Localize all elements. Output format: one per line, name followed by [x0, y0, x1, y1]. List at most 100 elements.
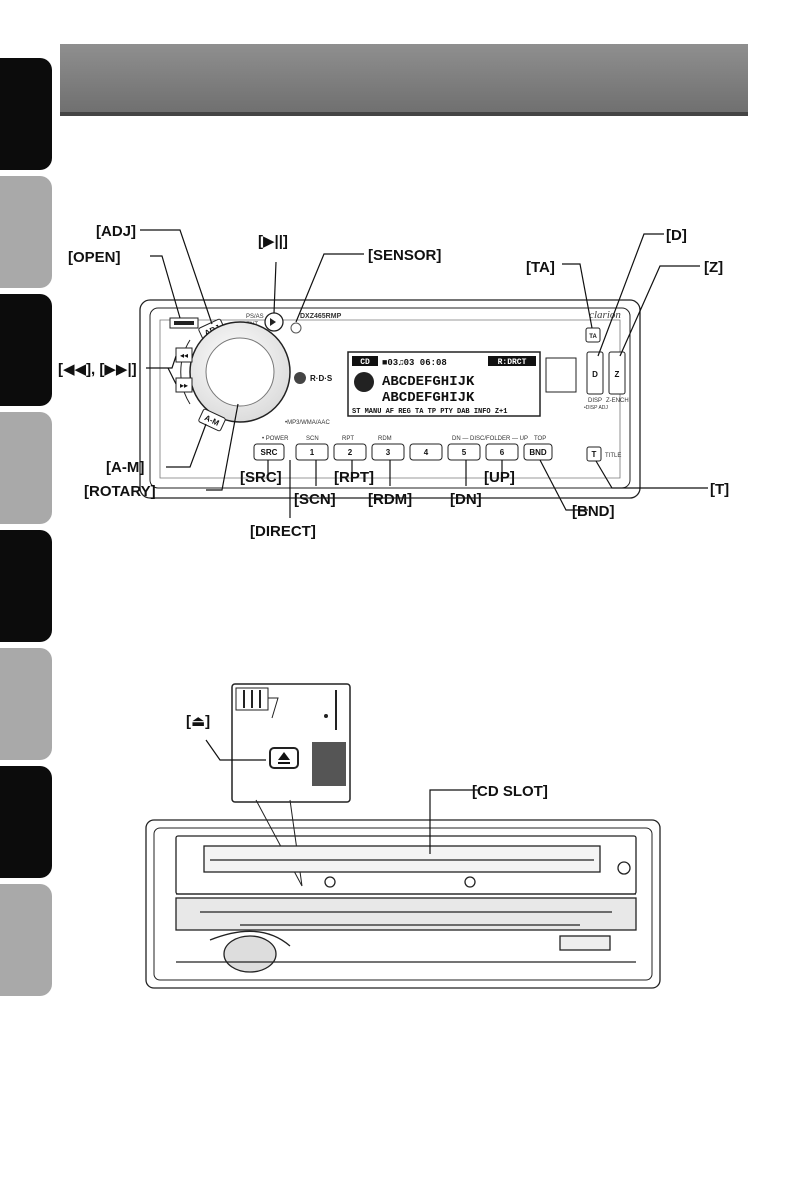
bnd-button[interactable]: [523, 443, 553, 461]
preset-4-button[interactable]: [409, 443, 443, 461]
label-direct: [DIRECT]: [250, 523, 316, 540]
chapter-tab-4[interactable]: [0, 412, 52, 524]
cd-logo-panel: [545, 357, 577, 393]
cd-slot-leader: [429, 789, 480, 854]
lcd-line-1: ABCDEFGHIJK: [382, 374, 475, 390]
lcd-source: CD: [360, 358, 370, 367]
preset-2-label: 2: [348, 448, 353, 457]
preset-4-label: 4: [424, 448, 429, 457]
skip-forward-icon: ▸▸: [180, 381, 188, 390]
power-caption: • POWER: [262, 436, 289, 442]
eject-icon: [278, 752, 290, 760]
rotary-knob-inner: [205, 337, 275, 407]
src-key-label: SRC: [261, 448, 278, 457]
skip-back-icon: ◂◂: [180, 351, 188, 360]
faceplate: [139, 299, 641, 499]
preset-5-label: 5: [462, 448, 467, 457]
skip-back-button[interactable]: [175, 347, 193, 363]
section-header-bar: [60, 44, 748, 116]
label-adj: [ADJ]: [96, 223, 136, 240]
disp-caption: DISP: [588, 398, 602, 404]
rds-logo: R·D·S: [310, 374, 333, 383]
label-play-pause: [▶||]: [258, 233, 288, 250]
zenh-caption: Z-ENCH: [606, 398, 629, 404]
brand-logo: clarion: [589, 309, 621, 321]
eject-inset: [231, 683, 351, 803]
t-button[interactable]: [586, 446, 602, 462]
lcd-mode: R:DRCT: [498, 358, 527, 367]
ta-key-label: TA: [589, 334, 597, 340]
label-skip: [◀◀], [▶▶|]: [58, 361, 137, 378]
title-caption: TITLE: [605, 453, 621, 459]
label-rdm: [RDM]: [368, 491, 412, 508]
preset-5-button[interactable]: [447, 443, 481, 461]
bnd-key-label: BND: [529, 448, 547, 457]
mp3-caption: •MP3/WMA/AAC: [285, 420, 330, 426]
label-cd-slot: [CD SLOT]: [472, 783, 548, 800]
src-button[interactable]: [253, 443, 285, 461]
inset-pointer: [255, 799, 303, 887]
ps-as-caption: PS/AS: [246, 314, 264, 320]
chapter-tab-7[interactable]: [0, 766, 52, 878]
disp-sub-caption: •DISP ADJ: [584, 405, 608, 411]
lcd-track-info: ■03♫03 06:08: [382, 358, 447, 368]
ta-button[interactable]: [585, 327, 601, 343]
d-key-label: D: [592, 370, 598, 379]
inset-grille: [312, 742, 346, 786]
knob-bezel: [180, 339, 191, 405]
skip-forward-button[interactable]: [175, 377, 193, 393]
label-rpt: [RPT]: [334, 469, 374, 486]
rpt-caption: RPT: [342, 436, 354, 442]
chapter-tab-6[interactable]: [0, 648, 52, 760]
label-t: [T]: [710, 481, 729, 498]
callout-lines: [140, 229, 708, 518]
top-caption: TOP: [534, 436, 546, 442]
eject-leader: [205, 739, 266, 761]
chapter-tab-5[interactable]: [0, 530, 52, 642]
label-d: [D]: [666, 227, 687, 244]
open-unit-body: [145, 819, 661, 989]
label-up: [UP]: [484, 469, 515, 486]
chapter-tab-8[interactable]: [0, 884, 52, 996]
preset-6-label: 6: [500, 448, 505, 457]
label-z: [Z]: [704, 259, 723, 276]
label-open: [OPEN]: [68, 249, 121, 266]
cd-slot[interactable]: [203, 845, 601, 873]
lcd-line-2: ABCDEFGHIJK: [382, 390, 475, 406]
label-dn: [DN]: [450, 491, 482, 508]
chapter-tab-2[interactable]: [0, 176, 52, 288]
lcd-disc-icon: [354, 372, 374, 392]
chapter-tab-3[interactable]: [0, 294, 52, 406]
preset-1-button[interactable]: [295, 443, 329, 461]
z-button[interactable]: [608, 351, 626, 395]
rds-icon: [294, 372, 306, 384]
bottom-button-row: SRC 1 2 3 4 5 6 BND: [253, 443, 553, 461]
label-src: [SRC]: [240, 469, 282, 486]
chapter-tab-1[interactable]: [0, 58, 52, 170]
chapter-tabs: [0, 58, 52, 1002]
rdm-caption: RDM: [378, 436, 392, 442]
dn-up-caption: DN — DISC/FOLDER — UP: [452, 436, 528, 442]
open-button-slot: [174, 321, 194, 325]
label-bnd: [BND]: [572, 503, 615, 520]
am-button[interactable]: A-M: [198, 408, 226, 432]
play-pause-icon: [270, 318, 276, 326]
label-am: [A-M]: [106, 459, 144, 476]
t-key-label: T: [592, 450, 597, 459]
remote-sensor: [290, 322, 302, 334]
label-scn: [SCN]: [294, 491, 336, 508]
label-eject: [⏏]: [186, 713, 210, 730]
preset-1-label: 1: [310, 448, 315, 457]
label-rotary: [ROTARY]: [84, 483, 156, 500]
scn-caption: SCN: [306, 436, 319, 442]
d-button[interactable]: [586, 351, 604, 395]
model-name: DXZ465RMP: [300, 313, 342, 320]
z-key-label: Z: [615, 370, 620, 379]
preset-3-button[interactable]: [371, 443, 405, 461]
lcd-display: CD ■03♫03 06:08 R:DRCT ABCDEFGHIJK ABCDE…: [347, 351, 541, 417]
lcd-indicators: ST MANU AF REG TA TP PTY DAB INFO Z+1: [352, 408, 507, 416]
label-sensor: [SENSOR]: [368, 247, 441, 264]
preset-2-button[interactable]: [333, 443, 367, 461]
label-ta: [TA]: [526, 259, 555, 276]
